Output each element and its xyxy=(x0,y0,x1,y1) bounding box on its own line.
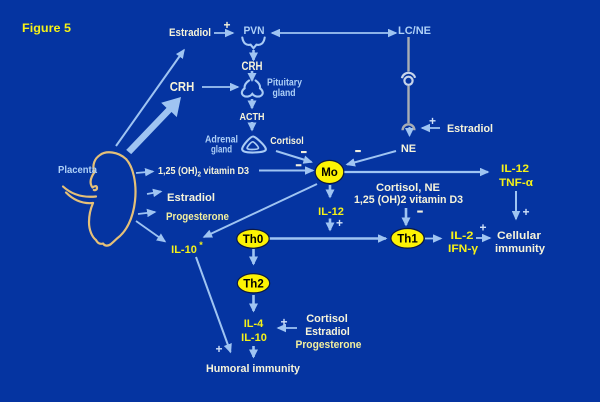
svg-text:Cortisol, NE: Cortisol, NE xyxy=(376,182,440,194)
svg-text:Mo: Mo xyxy=(321,167,338,179)
svg-text:Th2: Th2 xyxy=(243,279,263,291)
svg-text:gland: gland xyxy=(273,87,296,99)
svg-text:+: + xyxy=(429,114,436,128)
svg-text:NE: NE xyxy=(401,143,416,155)
svg-text:Placenta: Placenta xyxy=(58,164,97,176)
svg-text:+: + xyxy=(336,216,343,230)
svg-text:Figure 5: Figure 5 xyxy=(22,21,71,35)
svg-text:+: + xyxy=(479,221,486,235)
svg-text:IL-4: IL-4 xyxy=(244,318,264,330)
svg-text:IL-2: IL-2 xyxy=(451,230,474,242)
svg-text:Estradiol: Estradiol xyxy=(169,27,211,39)
svg-text:ACTH: ACTH xyxy=(240,111,265,123)
svg-text:+: + xyxy=(223,18,230,32)
svg-text:gland: gland xyxy=(211,144,232,156)
svg-text:Progesterone: Progesterone xyxy=(296,339,362,351)
svg-text:IL-12: IL-12 xyxy=(501,163,529,175)
svg-text:CRH: CRH xyxy=(242,61,263,73)
svg-text:Cortisol: Cortisol xyxy=(306,313,348,325)
svg-text:Th1: Th1 xyxy=(397,234,418,246)
svg-text:Progesterone: Progesterone xyxy=(166,211,229,223)
svg-text:Pituitary: Pituitary xyxy=(267,77,302,89)
svg-text:PVN: PVN xyxy=(244,25,265,37)
svg-text:CRH: CRH xyxy=(170,80,195,94)
svg-text:Cortisol: Cortisol xyxy=(270,135,304,147)
svg-text:TNF-α: TNF-α xyxy=(499,177,533,189)
svg-text:+: + xyxy=(215,342,222,356)
svg-text:1,25 (OH)2 vitamin D3: 1,25 (OH)2 vitamin D3 xyxy=(158,165,249,179)
svg-text:Estradiol: Estradiol xyxy=(305,326,350,338)
svg-text:IFN-γ: IFN-γ xyxy=(448,243,479,255)
svg-text:Humoral immunity: Humoral immunity xyxy=(206,363,301,375)
svg-text:IL-10: IL-10 xyxy=(241,332,267,344)
svg-text:*: * xyxy=(199,240,203,250)
svg-text:Estradiol: Estradiol xyxy=(167,192,215,204)
svg-text:immunity: immunity xyxy=(495,243,546,255)
svg-text:1,25 (OH)2 vitamin D3: 1,25 (OH)2 vitamin D3 xyxy=(354,194,463,206)
svg-text:+: + xyxy=(522,205,529,219)
svg-text:LC/NE: LC/NE xyxy=(398,25,431,37)
svg-text:+: + xyxy=(280,315,287,329)
svg-text:IL-12: IL-12 xyxy=(318,206,344,218)
svg-text:Cellular: Cellular xyxy=(497,230,542,242)
svg-text:Estradiol: Estradiol xyxy=(447,123,493,135)
svg-text:Adrenal: Adrenal xyxy=(205,134,238,146)
svg-text:IL-10: IL-10 xyxy=(171,244,197,256)
svg-text:Th0: Th0 xyxy=(243,234,263,246)
